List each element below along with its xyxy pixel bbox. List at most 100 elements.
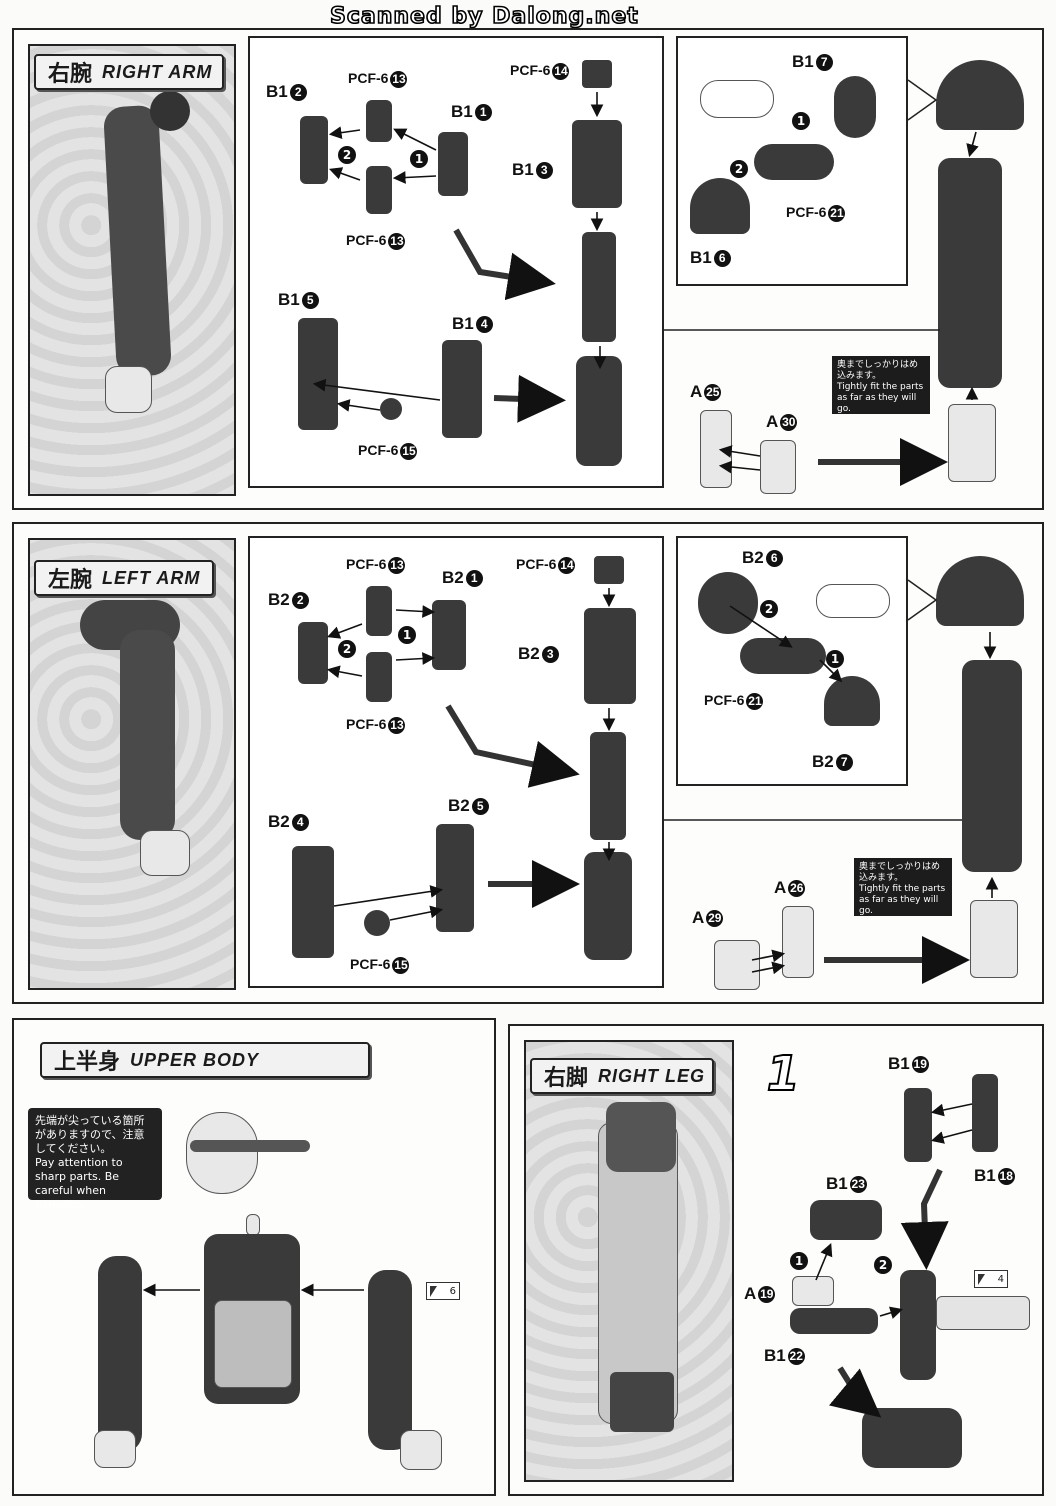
part-shape [936, 60, 1024, 130]
hand-part [94, 1430, 136, 1468]
hand-part [400, 1430, 442, 1470]
part-shape [862, 1408, 962, 1468]
scan-credit: Scanned by Dalong.net [329, 3, 639, 30]
fit-note: 奥までしっかりはめ込みます。 Tightly fit the parts as … [854, 858, 952, 916]
neck-peg [246, 1214, 260, 1236]
part-shape [948, 404, 996, 482]
part-shape [380, 398, 402, 420]
fit-note-jp: 奥までしっかりはめ込みます。 [837, 360, 919, 381]
part-shape [904, 1088, 932, 1162]
part-shape [298, 318, 338, 430]
part-shape [816, 584, 890, 618]
part-shape [298, 622, 328, 684]
step-marker-2: 2 [338, 146, 356, 164]
part-shape [700, 410, 732, 488]
fit-note-en: Tightly fit the parts as far as they wil… [859, 884, 946, 916]
part-shape [900, 1270, 936, 1380]
step-marker-2: 2 [338, 640, 356, 658]
warning-en: Pay attention to sharp parts. Be careful… [35, 1156, 123, 1211]
right-arm-photo [28, 44, 236, 496]
step-marker-2: 2 [730, 160, 748, 178]
upper-body-title-banner: 上半身 UPPER BODY [40, 1042, 370, 1078]
left-arm-title-banner: 左腕 LEFT ARM [34, 560, 214, 596]
head-part [186, 1112, 258, 1194]
page-ref-icon: 6 [426, 1282, 460, 1300]
fit-note-jp: 奥までしっかりはめ込みます。 [859, 862, 941, 883]
left-arm-title-jp: 左腕 [48, 567, 93, 593]
step-marker-1: 1 [410, 150, 428, 168]
headband-part [190, 1140, 310, 1152]
part-shape [936, 556, 1024, 626]
part-shape [366, 100, 392, 142]
part-shape [366, 166, 392, 214]
part-shape [754, 144, 834, 180]
warning-jp: 先端が尖っている箇所がありますので、注意してください。 [35, 1114, 145, 1155]
part-shape [442, 340, 482, 438]
part-shape [576, 356, 622, 466]
step-marker-2: 2 [874, 1256, 892, 1274]
part-shape [700, 80, 774, 118]
part-shape [810, 1200, 882, 1240]
part-shape [824, 676, 880, 726]
part-shape [962, 660, 1022, 872]
part-shape [366, 586, 392, 636]
torso-panel [214, 1300, 292, 1388]
part-shape [582, 232, 616, 342]
right-arm-title-banner: 右腕 RIGHT ARM [34, 54, 224, 90]
part-shape [834, 76, 876, 138]
fit-note: 奥までしっかりはめ込みます。 Tightly fit the parts as … [832, 356, 930, 414]
page-ref-icon: 4 [974, 1270, 1008, 1288]
part-shape [972, 1074, 998, 1152]
part-shape [698, 572, 758, 634]
part-shape [938, 158, 1002, 388]
part-shape [594, 556, 624, 584]
part-shape [364, 910, 390, 936]
left-arm-title-en: LEFT ARM [102, 567, 201, 588]
part-shape [292, 846, 334, 958]
right-arm-assembly [98, 1256, 142, 1452]
part-shape [760, 440, 796, 494]
upper-body-title-jp: 上半身 [54, 1049, 121, 1075]
step-marker-1: 1 [790, 1252, 808, 1270]
right-leg-title-en: RIGHT LEG [598, 1065, 706, 1086]
right-leg-title-jp: 右脚 [544, 1065, 589, 1091]
left-arm-photo [28, 538, 236, 990]
right-leg-photo [524, 1040, 734, 1482]
part-shape [366, 652, 392, 702]
step-marker-2: 2 [760, 600, 778, 618]
right-arm-title-en: RIGHT ARM [102, 61, 213, 82]
sharp-parts-warning: 先端が尖っている箇所がありますので、注意してください。 Pay attentio… [28, 1108, 162, 1211]
part-shape [790, 1308, 878, 1334]
part-shape [572, 120, 622, 208]
right-leg-title-banner: 右脚 RIGHT LEG [530, 1058, 714, 1094]
step-marker-1: 1 [792, 112, 810, 130]
part-shape [584, 852, 632, 960]
part-shape [584, 608, 636, 704]
step-marker-1: 1 [398, 626, 416, 644]
part-shape [690, 178, 750, 234]
part-shape [714, 940, 760, 990]
